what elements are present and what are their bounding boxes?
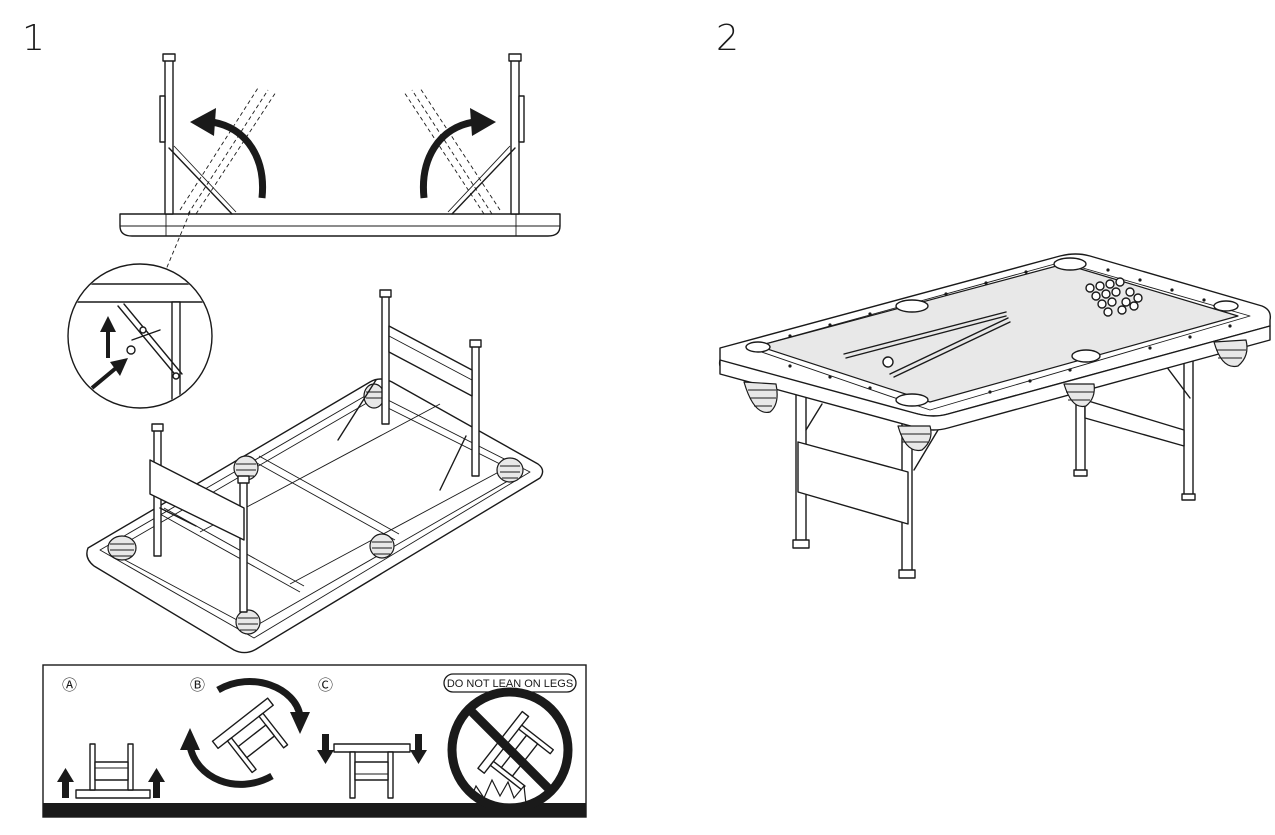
flip-instructions-panel: Ⓐ Ⓑ Ⓒ: [42, 664, 587, 818]
pocket-net: [1063, 383, 1095, 408]
pocket: [369, 533, 395, 559]
flip-step-a: [57, 743, 165, 799]
pocket: [235, 609, 261, 635]
up-arrow-icon: [148, 768, 165, 798]
rotate-arrow-icon: [186, 745, 274, 788]
step-1-number: 1: [22, 18, 45, 59]
prohibition-icon: [447, 687, 573, 813]
pocket: [107, 535, 137, 561]
step1-side-view: [119, 53, 561, 273]
flip-step-c: [317, 734, 427, 799]
rotate-arrow-icon: [419, 118, 475, 199]
pocket-net: [897, 425, 932, 452]
rotate-arrow-icon: [216, 678, 304, 717]
step2-assembled-table: [718, 253, 1272, 579]
down-arrow-icon: [317, 734, 334, 764]
warning-text: DO NOT LEAN ON LEGS: [447, 678, 573, 690]
pocket: [363, 383, 385, 409]
pocket-net: [743, 381, 778, 414]
flip-step-b: [180, 678, 310, 788]
rotate-arrow-icon: [211, 118, 267, 199]
pocket-net: [1213, 339, 1248, 368]
pocket: [496, 457, 524, 483]
step1-detail-zoom: [67, 263, 213, 409]
step-2-number: 2: [716, 18, 739, 59]
step1-underside-view: [86, 289, 544, 654]
ball-rack: [1085, 277, 1143, 317]
flip-label-b: Ⓑ: [190, 677, 205, 694]
flip-label-c: Ⓒ: [318, 677, 333, 694]
flip-label-a: Ⓐ: [62, 677, 77, 694]
down-arrow-icon: [410, 734, 427, 764]
up-arrow-icon: [57, 768, 74, 798]
